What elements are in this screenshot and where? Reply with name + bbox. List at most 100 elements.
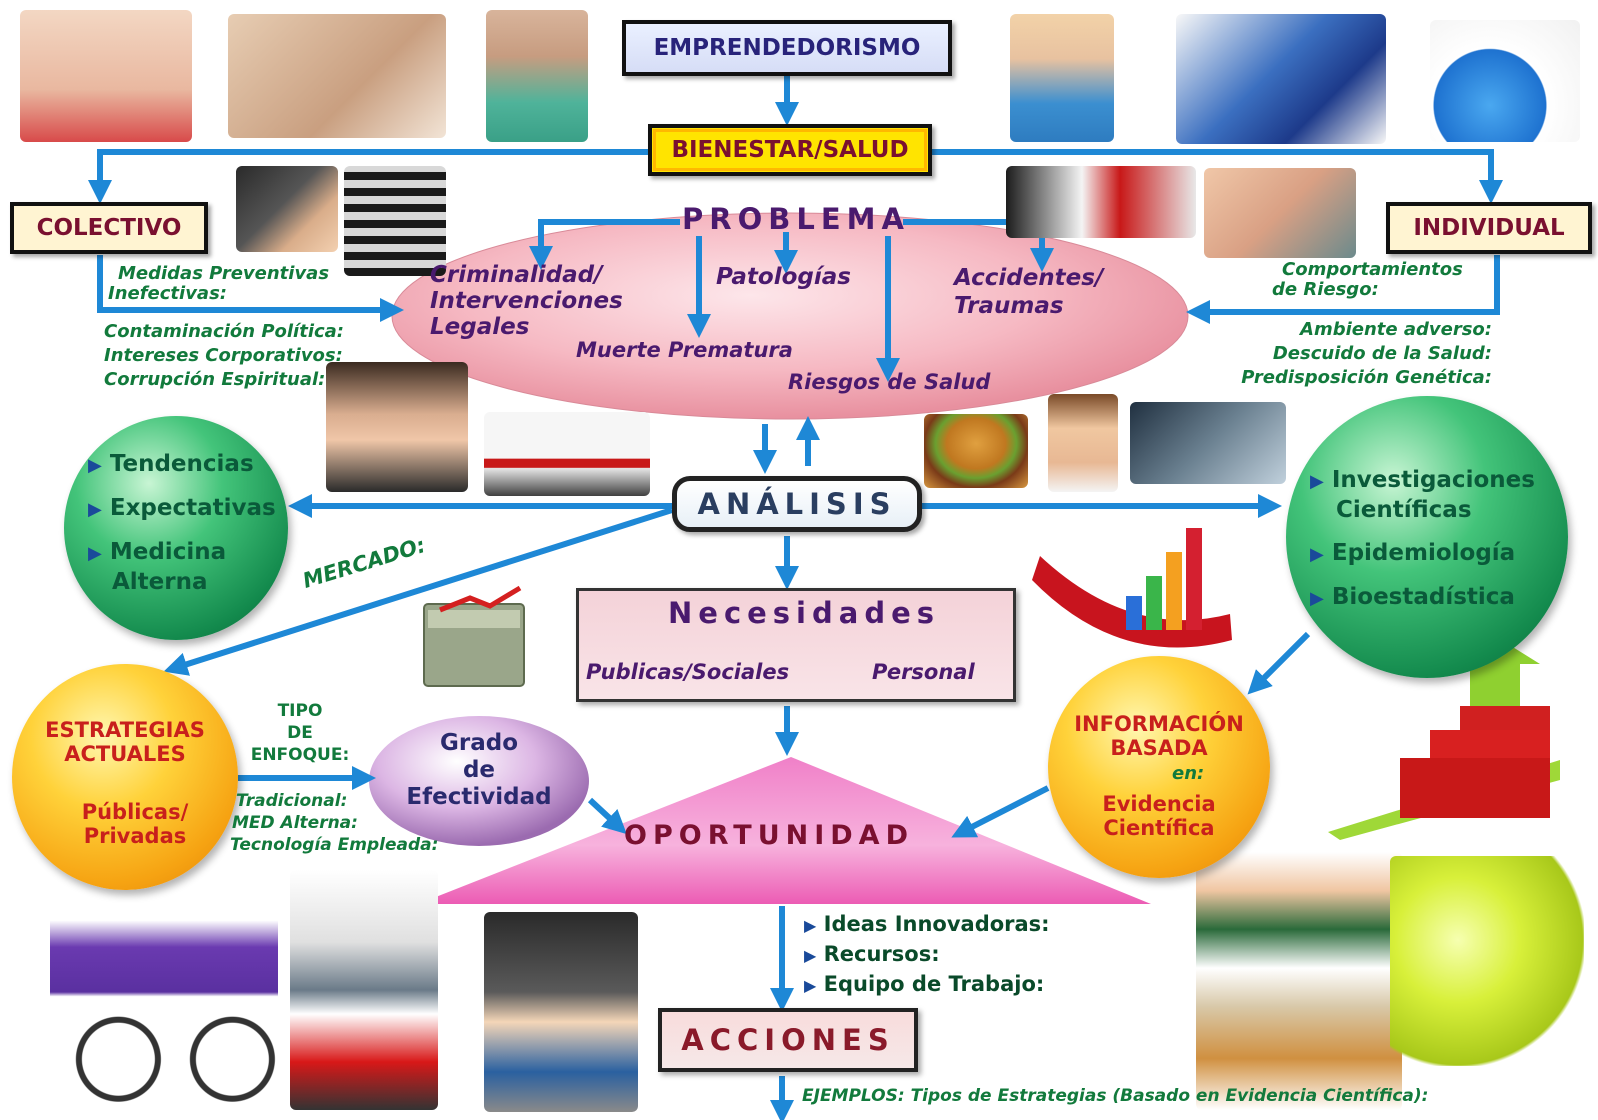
informacion-title: INFORMACIÓN BASADA <box>1048 712 1270 760</box>
recursos-label: Recursos: <box>823 942 940 966</box>
arrow-colectivo-problema <box>97 255 404 322</box>
contaminacion-note: Contaminación Política: Intereses Corpor… <box>104 320 344 392</box>
estrategias-sub-line-1: Públicas/ <box>81 800 189 824</box>
injured-foot-photo <box>1204 168 1356 258</box>
arrow-grado-op <box>587 797 627 835</box>
informacion-sub-line-2: Científica <box>1103 816 1215 840</box>
play-bullet-icon: ▶ <box>1310 471 1324 492</box>
gym-machine-photo <box>484 912 638 1112</box>
riesgos-text: Riesgos de Salud <box>788 370 991 394</box>
boy-eating-photo <box>1048 394 1118 492</box>
runner-photo <box>1176 14 1386 144</box>
medidas-line-1: Medidas Preventivas <box>118 263 330 284</box>
play-bullet-icon: ▶ <box>1310 588 1324 609</box>
emprendedorismo-label: EMPRENDEDORISMO <box>653 35 921 61</box>
de-line: DE <box>287 723 313 743</box>
colectivo-label: COLECTIVO <box>36 215 182 241</box>
bioestadistica-label: Bioestadística <box>1331 584 1515 610</box>
equipo-label: Equipo de Trabajo: <box>823 972 1045 996</box>
estrategias-sub-line-2: Privadas <box>83 824 187 848</box>
epidemiologia-item: ▶ Epidemiología <box>1310 539 1535 569</box>
police-prisoner-photo <box>344 166 446 276</box>
enfoque-line: ENFOQUE: <box>250 745 350 765</box>
arrow-bien-individual <box>932 149 1503 204</box>
nurse-photo <box>1010 14 1114 142</box>
criminalidad-line-1: Criminalidad/ <box>430 262 603 288</box>
epidemiologia-label: Epidemiología <box>1331 540 1516 566</box>
resources-list: ▶ Ideas Innovadoras: ▶ Recursos: ▶ Equip… <box>804 910 1050 1000</box>
bioestadistica-item: ▶ Bioestadística <box>1310 583 1535 613</box>
acciones-label: ACCIONES <box>681 1023 895 1057</box>
toy-cars-photo <box>1006 166 1196 238</box>
informacion-en: en: <box>1172 763 1205 784</box>
ambiente-note: Ambiente adverso: Descuido de la Salud: … <box>1210 318 1492 390</box>
bienestar-box: BIENESTAR/SALUD <box>648 124 932 176</box>
tipo-line: TIPO <box>277 701 323 721</box>
contaminacion-line-2: Intereses Corporativos: <box>104 345 343 366</box>
accidentes-text: Accidentes/ Traumas <box>954 264 1103 320</box>
accidentes-line-2: Traumas <box>954 293 1064 319</box>
investigaciones-item: ▶ Investigaciones <box>1310 466 1535 496</box>
medicina-item: ▶ Medicina <box>88 538 276 568</box>
informacion-line-1: INFORMACIÓN <box>1074 712 1244 736</box>
ideas-item: ▶ Ideas Innovadoras: <box>804 910 1050 940</box>
grado-line-3: Efectividad <box>406 784 552 810</box>
necesidades-title: Necesidades <box>668 596 941 630</box>
tipo-enfoque: TIPO DE ENFOQUE: <box>238 700 362 766</box>
med-alterna-line: MED Alterna: <box>232 813 358 833</box>
play-bullet-icon: ▶ <box>88 499 102 520</box>
gun-photo <box>236 166 338 252</box>
ambiente-line-3: Predisposición Genética: <box>1241 367 1492 388</box>
problema-title: PROBLEMA <box>682 202 910 236</box>
arrow-bien-colectivo <box>88 149 648 204</box>
comportamientos-note: Comportamientos de Riesgo: <box>1272 258 1463 302</box>
left-sphere <box>64 416 288 640</box>
acciones-box: ACCIONES <box>658 1008 918 1072</box>
tecnologia-line: Tecnología Empleada: <box>230 835 439 855</box>
necesidades-personal: Personal <box>872 660 975 684</box>
bienestar-label: BIENESTAR/SALUD <box>671 137 909 163</box>
grado-line-2: de <box>462 757 496 783</box>
informacion-sub: Evidencia Científica <box>1048 792 1270 840</box>
play-bullet-icon: ▶ <box>804 916 817 935</box>
play-bullet-icon: ▶ <box>88 543 102 564</box>
doctor-photo <box>486 10 588 142</box>
comportamientos-line-1: Comportamientos <box>1282 259 1463 280</box>
criminalidad-line-2: Intervenciones <box>430 288 623 314</box>
stairs-growth-icon <box>1328 636 1560 840</box>
informacion-sub-line-1: Evidencia <box>1102 792 1216 816</box>
estrategias-sphere <box>12 664 238 890</box>
medidas-line-2: Inefectivas: <box>108 283 227 304</box>
arrow-individual-problema <box>1186 255 1500 324</box>
individual-label: INDIVIDUAL <box>1413 215 1565 241</box>
informacion-sphere <box>1048 656 1270 878</box>
enfoque-list: Tradicional: MED Alterna: Tecnología Emp… <box>230 790 438 856</box>
play-bullet-icon: ▶ <box>88 455 102 476</box>
expectativas-label: Expectativas <box>109 495 276 521</box>
tradicional-line: Tradicional: <box>236 791 348 811</box>
individual-box: INDIVIDUAL <box>1386 202 1592 254</box>
alterna-item: Alterna <box>88 568 276 597</box>
ambiente-line-1: Ambiente adverso: <box>1300 319 1492 340</box>
cientificas-label: Científicas <box>1336 497 1472 523</box>
ambulance-photo <box>484 412 650 496</box>
tendencias-item: ▶ Tendencias <box>88 450 276 480</box>
oportunidad-triangle <box>418 757 1151 904</box>
lawnmower-photo <box>290 870 438 1110</box>
muerte-text: Muerte Prematura <box>576 338 793 362</box>
grado-text: Grado de Efectividad <box>370 730 588 811</box>
oportunidad-label: OPORTUNIDAD <box>624 820 914 851</box>
criminalidad-text: Criminalidad/ Intervenciones Legales <box>430 262 623 340</box>
tendencias-label: Tendencias <box>109 451 254 477</box>
contaminacion-line-1: Contaminación Política: <box>104 321 345 342</box>
growth-chart-icon <box>1032 528 1232 648</box>
necesidades-box <box>576 588 1016 702</box>
estrategias-title: ESTRATEGIAS ACTUALES <box>12 718 238 766</box>
patologias-text: Patologías <box>716 264 851 290</box>
contaminacion-line-3: Corrupción Espiritual: <box>104 369 326 390</box>
informacion-line-2: BASADA <box>1110 736 1208 760</box>
estrategias-line-1: ESTRATEGIAS <box>45 718 205 742</box>
cientificas-item: Científicas <box>1310 496 1535 525</box>
arrow-prob-crim <box>529 219 680 270</box>
cyclist-photo <box>50 880 278 1104</box>
